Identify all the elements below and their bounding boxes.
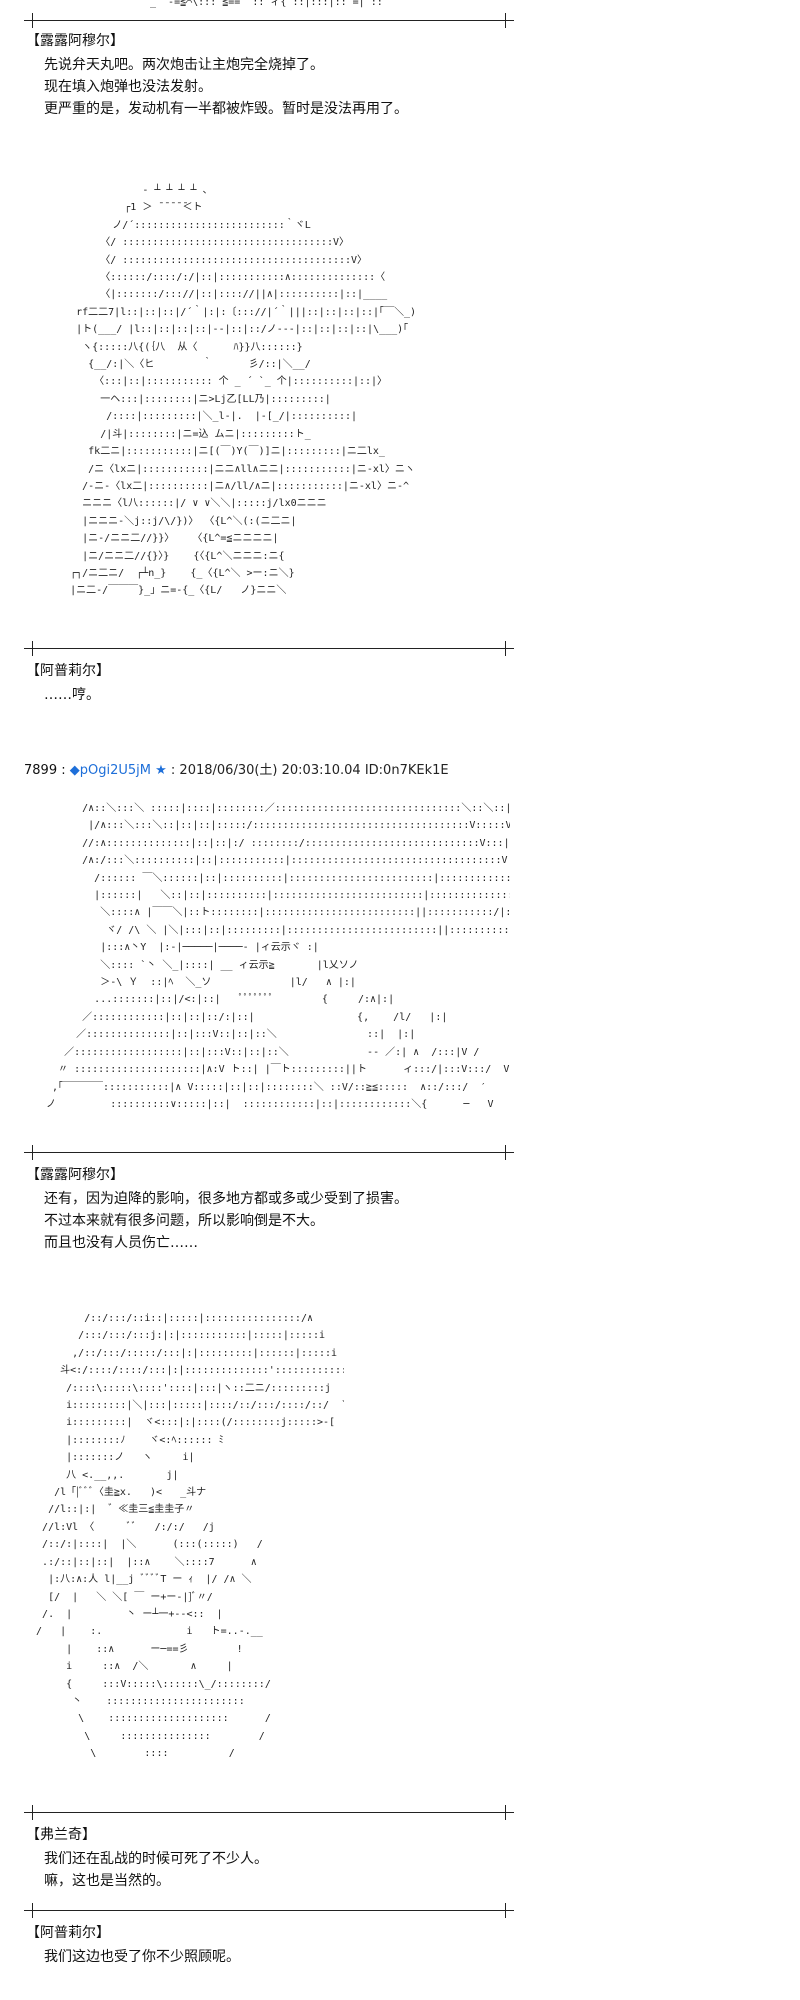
speaker-label: 【露露阿穆尔】	[26, 1167, 124, 1183]
ascii-art-character-scene: /∧::＼:::＼ :::::|::::|::::::::／::::::::::…	[46, 803, 510, 1110]
post-meta: : 2018/06/30(土) 20:03:10.04 ID:0n7KEk1E	[170, 763, 449, 778]
divider	[24, 1903, 514, 1918]
divider	[24, 1145, 514, 1160]
dialogue-line: 而且也没有人员伤亡……	[44, 1235, 198, 1251]
post-header: 7899 : ◆pOgi2U5jM ★ : 2018/06/30(土) 20:0…	[24, 762, 449, 780]
post-number: 7899 :	[24, 763, 66, 778]
speaker-label: 【阿普莉尔】	[26, 1925, 110, 1941]
speaker-label: 【阿普莉尔】	[26, 663, 110, 679]
aa-top-fragment: _ -=≦⌒\::: ≦== :: ィ{ ::|:::|:: =| ::	[150, 0, 383, 8]
dialogue-line: 还有，因为迫降的影响，很多地方都或多或少受到了损害。	[44, 1191, 408, 1207]
divider	[24, 13, 514, 28]
divider	[24, 641, 514, 656]
dialogue-line: 更严重的是，发动机有一半都被炸毁。暂时是没法再用了。	[44, 101, 408, 117]
divider	[24, 1805, 514, 1820]
ascii-art-character-franky: /::/:::/::i::|:::::|::::::::::::::::/∧ /…	[36, 1313, 344, 1760]
dialogue-line: 我们还在乱战的时候可死了不少人。	[44, 1851, 268, 1867]
dialogue-line: 现在填入炮弹也没法发射。	[44, 79, 212, 95]
speaker-label: 【露露阿穆尔】	[26, 33, 124, 49]
trip-code-link[interactable]: pOgi2U5jM	[79, 763, 151, 778]
dialogue-line: ……哼。	[44, 687, 100, 703]
speaker-label: 【弗兰奇】	[26, 1827, 96, 1843]
ascii-art-character-luru: ‐ ┴ ┴ ┴ ┴ 、 ┌1 ＞ ̄ ̄ ̄ ̄ ̄＜ト ノ/´::::::::…	[70, 185, 417, 597]
star-icon: ★	[155, 763, 167, 778]
dialogue-line: 我们这边也受了你不少照顾呢。	[44, 1949, 240, 1965]
dialogue-line: 嘛，这也是当然的。	[44, 1873, 170, 1889]
diamond-icon: ◆	[69, 763, 80, 778]
dialogue-line: 先说弁天丸吧。两次炮击让主炮完全烧掉了。	[44, 57, 324, 73]
dialogue-line: 不过本来就有很多问题，所以影响倒是不大。	[44, 1213, 324, 1229]
